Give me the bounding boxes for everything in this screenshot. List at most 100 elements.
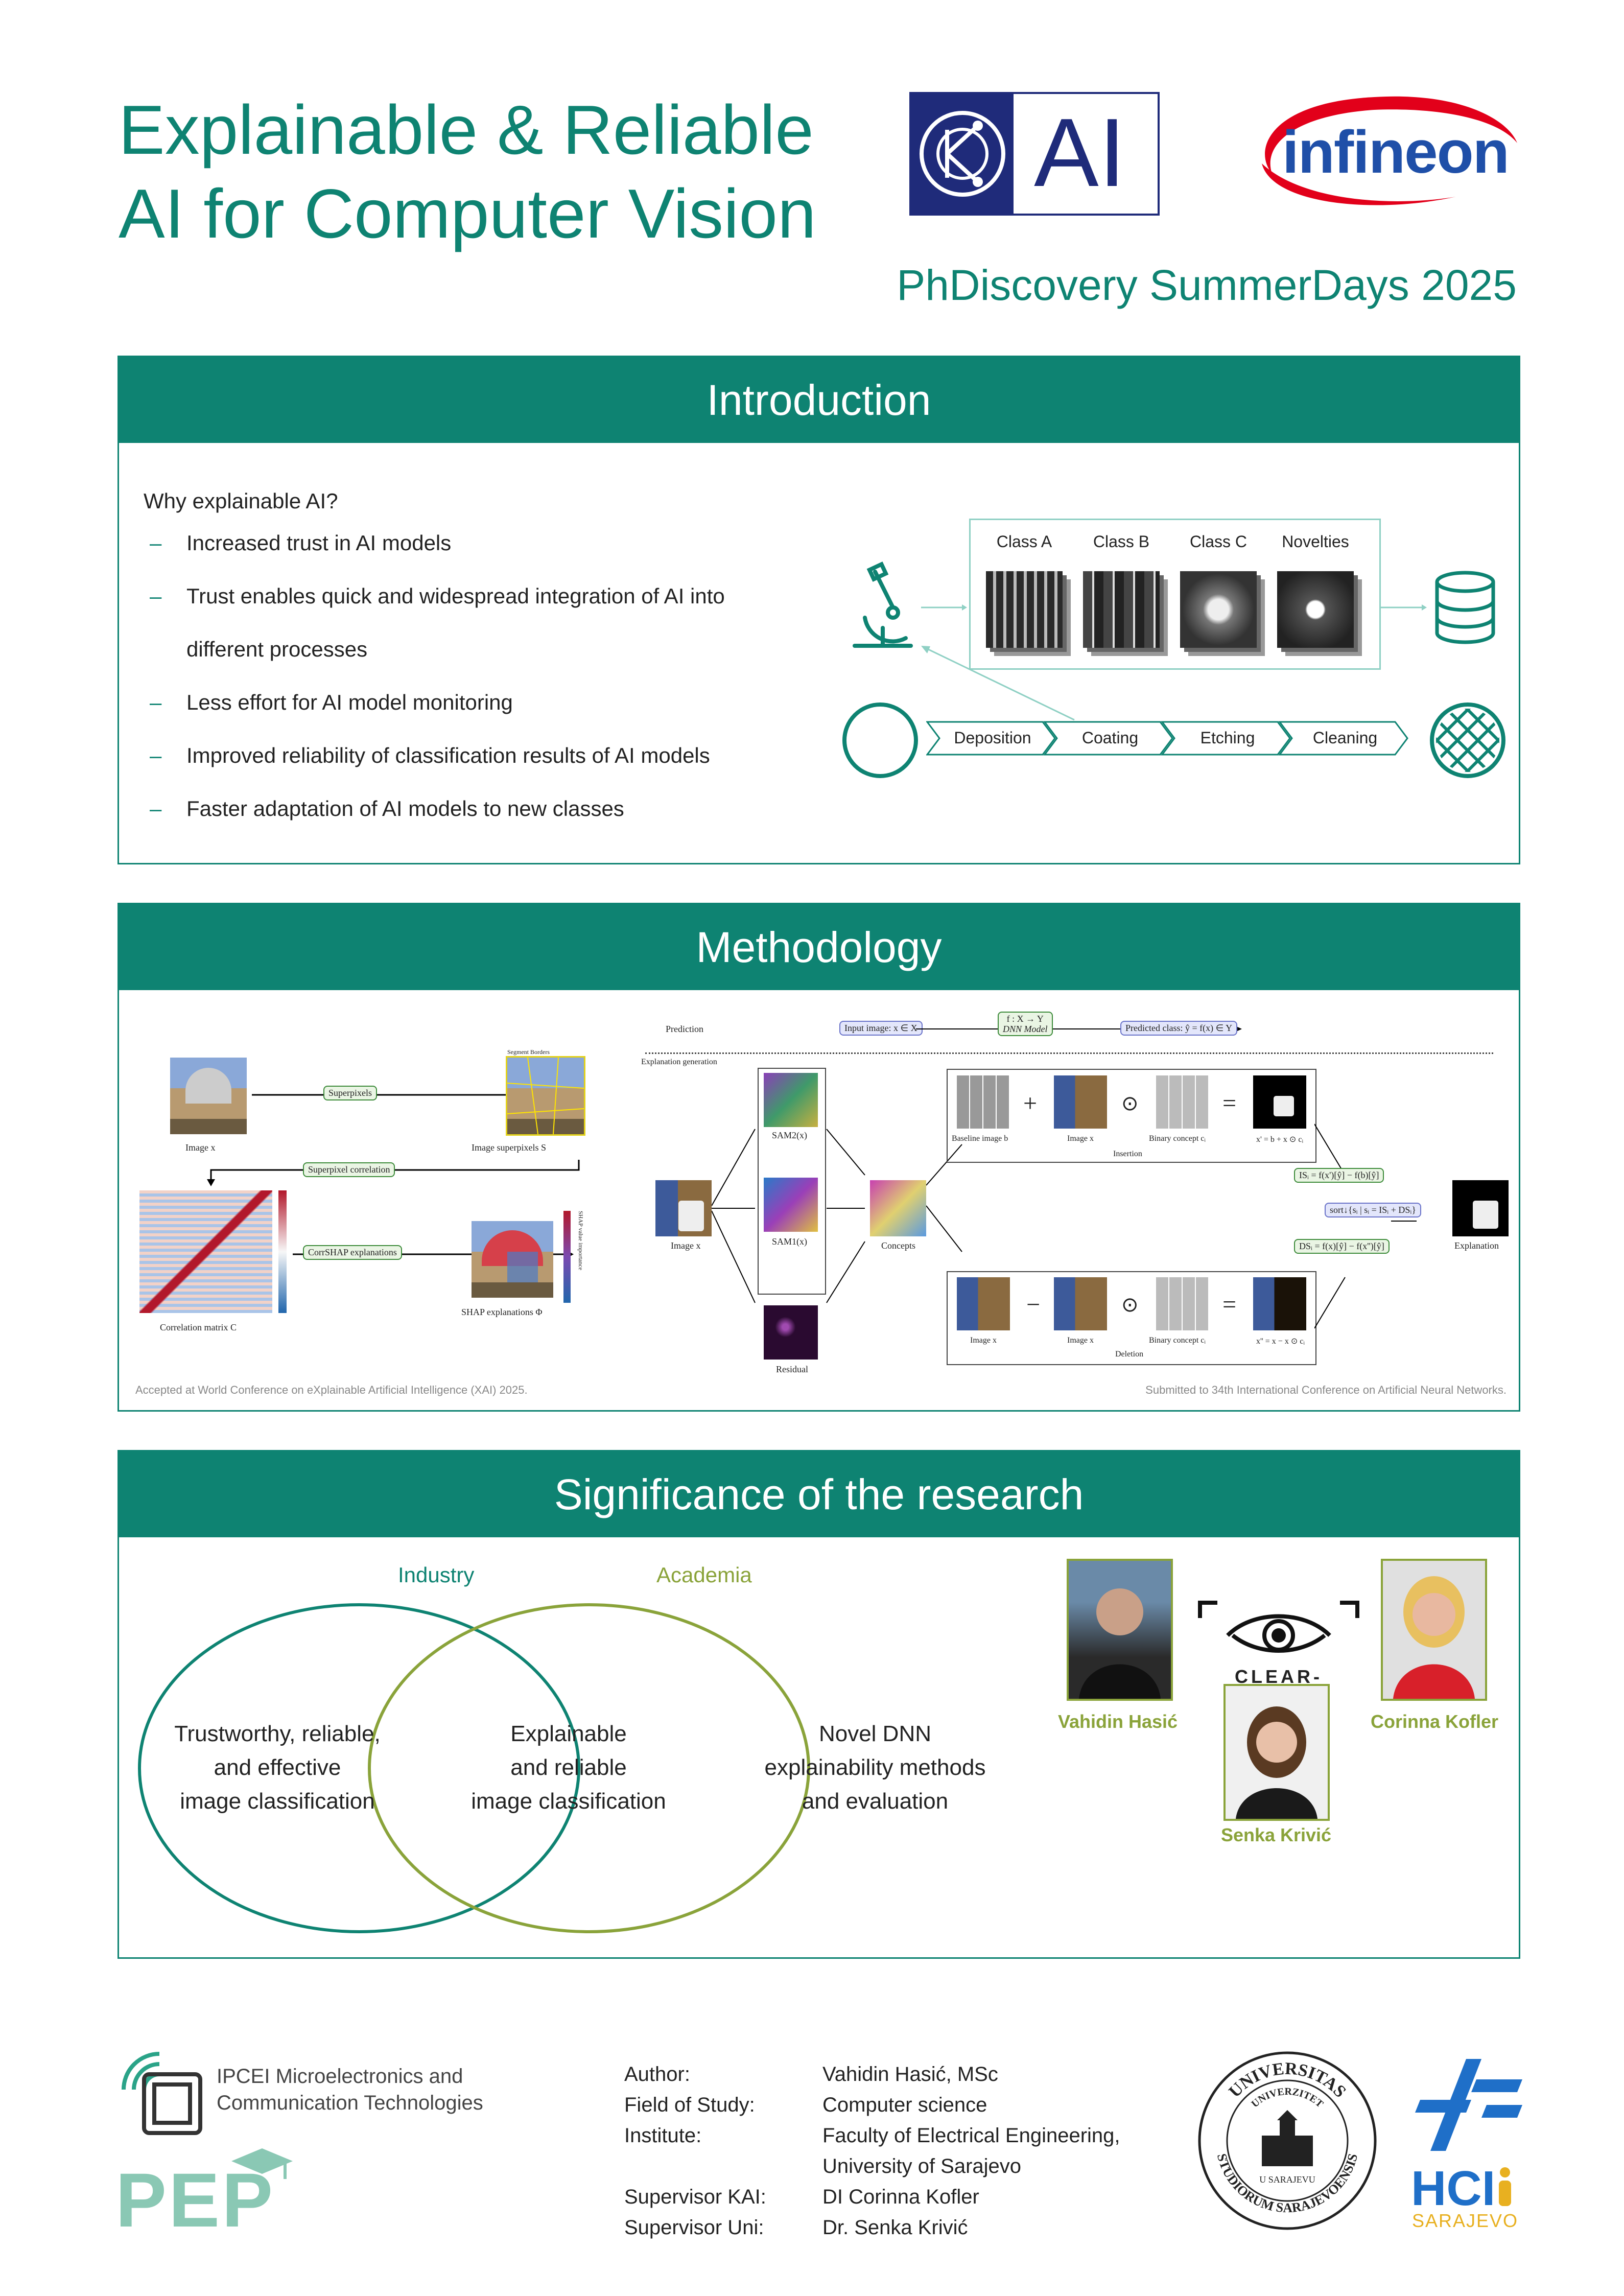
name-senka: Senka Krivić <box>1220 1824 1332 1845</box>
image-superpixels-label: Image superpixels S <box>472 1142 546 1153</box>
dnn-model-box: f : X → Y DNN Model <box>998 1012 1053 1036</box>
equals-operator: = <box>1222 1090 1237 1117</box>
shap-axis-label: SHAP value importance <box>577 1211 584 1271</box>
hadamard-operator: ⊙ <box>1121 1293 1139 1316</box>
branch-arrows <box>926 1144 962 1252</box>
inserted-image <box>1253 1075 1306 1129</box>
list-item: –Trust enables quick and widespread inte… <box>150 584 725 661</box>
pep-logo-text: PEP <box>115 2157 275 2243</box>
event-name: PhDiscovery SummerDays 2025 <box>897 261 1517 309</box>
caption-left: Accepted at World Conference on eXplaina… <box>135 1384 528 1396</box>
input-image-box: Input image: x ∈ X <box>839 1021 923 1036</box>
dnn-model-label: DNN Model <box>1003 1024 1048 1034</box>
dashed-divider <box>645 1052 1493 1054</box>
seal-city-text: U SARAJEVU <box>1259 2174 1315 2185</box>
significance-section: Significance of the research Industry Ac… <box>117 1450 1520 1959</box>
infineon-logo-text: infineon <box>1282 119 1510 186</box>
mug-image-insertion <box>1054 1075 1107 1129</box>
dnn-model-function: f : X → Y <box>1006 1014 1044 1024</box>
introduction-heading: Introduction <box>119 357 1519 443</box>
insertion-score: ISᵢ = f(x')[ŷ] − f(b)[ŷ] <box>1294 1168 1384 1183</box>
mug-image-x <box>655 1180 712 1236</box>
kai-logo: AI <box>909 92 1160 216</box>
segment-borders-label: Segment Borders <box>507 1048 550 1056</box>
minus-operator: − <box>1026 1291 1041 1318</box>
university-seal-icon: UNIVERSITAS STUDIORUM SARAJEVOENSIS UNIV… <box>1198 2051 1377 2230</box>
arrow-icon <box>921 604 967 611</box>
why-xai-question: Why explainable AI? <box>144 489 338 513</box>
binary-concept-label: Binary concept cᵢ <box>1149 1134 1206 1143</box>
intro-bullet-list: –Increased trust in AI models –Trust ena… <box>150 529 725 848</box>
class-b-label: Class B <box>1093 532 1150 551</box>
concepts-label: Concepts <box>881 1240 915 1251</box>
residual-label: Residual <box>776 1364 808 1374</box>
venn-diagram <box>138 1603 810 1933</box>
hadamard-operator: ⊙ <box>1121 1092 1139 1115</box>
significance-heading: Significance of the research <box>119 1451 1519 1537</box>
sort-scores: sort↓{sᵢ | sᵢ = ISᵢ + DSᵢ} <box>1325 1203 1421 1217</box>
svg-text:UNIVERZITET: UNIVERZITET <box>1250 2086 1326 2110</box>
concepts-image <box>870 1180 926 1236</box>
poster-title: Explainable & Reliable AI for Computer V… <box>119 88 816 255</box>
infineon-logo: infineon <box>1241 87 1522 215</box>
process-step: Coating <box>1081 729 1139 747</box>
sam1-label: SAM1(x) <box>772 1236 808 1247</box>
ipcei-text: IPCEI Microelectronics and Communication… <box>217 2065 483 2114</box>
binary-concept-grid-deletion <box>1156 1277 1209 1330</box>
deleted-image <box>1253 1277 1306 1330</box>
clear-vision-eye-icon <box>1198 1601 1359 1653</box>
class-a-image <box>986 571 1063 648</box>
sam1-image <box>764 1178 818 1232</box>
caption-right: Submitted to 34th International Conferen… <box>1145 1384 1507 1396</box>
plus-operator: + <box>1023 1090 1038 1117</box>
process-step: Etching <box>1200 729 1255 747</box>
seal-inner-text: UNIVERZITET <box>1250 2086 1326 2110</box>
superpixel-image <box>506 1056 585 1136</box>
class-a-label: Class A <box>996 532 1052 551</box>
process-chain <box>926 721 1408 756</box>
arrow-icon <box>1381 604 1427 611</box>
process-step: Deposition <box>954 729 1031 747</box>
class-c-image <box>1180 571 1257 648</box>
person-silhouette-icon <box>1236 1706 1317 1819</box>
superpixels-step: Superpixels <box>323 1086 377 1100</box>
hci-person-icon <box>1499 2167 1511 2206</box>
introduction-section: Introduction Why explainable AI? –Increa… <box>117 356 1520 864</box>
etf-logo-icon <box>1415 2059 1522 2151</box>
photo-corinna <box>1381 1559 1487 1701</box>
deletion-score: DSᵢ = f(x)[ŷ] − f(x'')[ŷ] <box>1294 1239 1390 1254</box>
wafer-grid-icon <box>1430 702 1505 778</box>
deletion-box <box>947 1271 1316 1365</box>
corrshap-step: CorrSHAP explanations <box>303 1245 402 1260</box>
baseline-label: Baseline image b <box>952 1134 1008 1143</box>
graduation-cap-icon <box>231 2148 293 2179</box>
image-x-deletion-label: Image x <box>970 1336 997 1345</box>
correlation-matrix-heatmap <box>139 1190 272 1313</box>
image-x-label-right: Image x <box>671 1240 701 1251</box>
arrow-icon <box>207 1160 580 1186</box>
sam2-label: SAM2(x) <box>772 1130 808 1140</box>
microscope-icon <box>853 561 913 648</box>
ipcei-logo-icon <box>122 2052 202 2135</box>
novelties-image <box>1277 571 1354 648</box>
wafer-icon <box>842 702 918 778</box>
list-item: –Faster adaptation of AI models to new c… <box>150 796 624 821</box>
feedback-arrow-icon <box>921 646 1075 721</box>
name-corinna: Corinna Kofler <box>1370 1711 1498 1732</box>
person-silhouette-icon <box>1079 1588 1161 1699</box>
mug-image-deletion <box>957 1277 1010 1330</box>
insertion-box <box>947 1069 1316 1163</box>
image-x-insertion-label: Image x <box>1067 1134 1094 1143</box>
list-item: –Less effort for AI model monitoring <box>150 690 513 714</box>
shap-explanations-label: SHAP explanations Φ <box>461 1307 543 1317</box>
correlation-matrix-label: Correlation matrix C <box>160 1322 237 1332</box>
binary-concept-grid <box>1156 1075 1209 1129</box>
equals-operator: = <box>1222 1291 1237 1318</box>
superpixel-correlation-step: Superpixel correlation <box>303 1162 395 1177</box>
correlation-colorbar <box>278 1190 287 1313</box>
explanation-label: Explanation <box>1454 1240 1499 1251</box>
name-vahidin: Vahidin Hasić <box>1057 1711 1178 1732</box>
